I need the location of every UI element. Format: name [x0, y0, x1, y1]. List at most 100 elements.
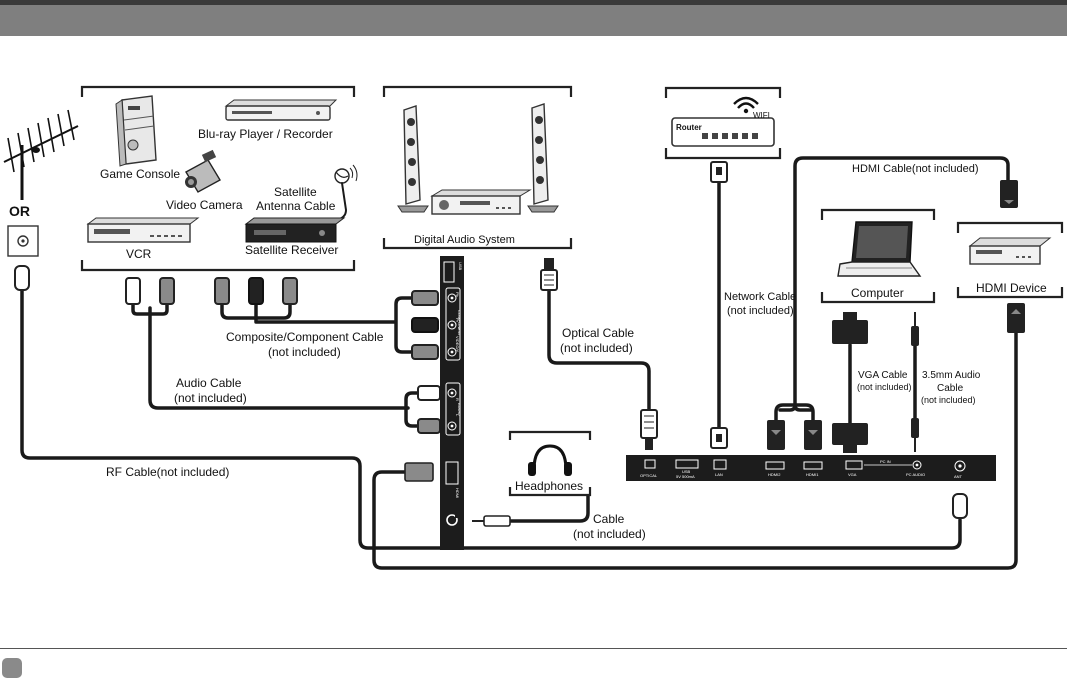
video-camera-label: Video Camera	[166, 198, 243, 212]
satellite-receiver-label: Satellite Receiver	[245, 243, 338, 257]
svg-text:PC AUDIO: PC AUDIO	[906, 472, 925, 477]
svg-text:5V 500mA: 5V 500mA	[676, 474, 695, 479]
cables	[20, 156, 1018, 570]
tv-bottom-panel: OPTICAL USB 5V 500mA LAN HDMI2 HDMI1 VGA…	[626, 455, 996, 481]
rca-plugs-component	[214, 277, 298, 305]
tv-side-panel: USB Pb Pr COMPONENT VIDEO/Y R AUDIO L HD…	[440, 256, 464, 550]
game-console-label: Game Console	[100, 167, 180, 181]
satellite-label-2: Antenna Cable	[256, 199, 336, 213]
headphones-icon	[528, 444, 572, 476]
svg-text:L: L	[455, 414, 460, 417]
hdmi-cable-label: HDMI Cable(not included)	[852, 163, 979, 175]
svg-text:VIDEO/Y: VIDEO/Y	[455, 336, 460, 353]
av-receiver-icon	[430, 189, 532, 215]
audio35-plug-bottom	[911, 418, 919, 452]
optical-plug-top	[540, 258, 558, 291]
satellite-label-1: Satellite	[274, 185, 317, 199]
hp-cable-label-2: (not included)	[573, 527, 646, 541]
audio-cable-label-1: Audio Cable	[176, 376, 242, 390]
svg-text:R: R	[455, 398, 460, 401]
speaker-left-icon	[397, 105, 429, 213]
router-label: Router	[676, 123, 702, 132]
router-icon	[671, 117, 775, 147]
vcr-icon	[86, 217, 200, 243]
optical-cable-label-2: (not included)	[560, 341, 633, 355]
blu-ray-label: Blu-ray Player / Recorder	[198, 127, 333, 141]
hp-cable-label-1: Cable	[593, 512, 625, 526]
component-split-left	[220, 301, 292, 320]
hdmi-device-cable	[372, 328, 1018, 570]
antenna-icon	[3, 109, 79, 200]
network-plug-top	[710, 161, 728, 183]
svg-text:HDMI1: HDMI1	[806, 472, 819, 477]
svg-text:OPTICAL: OPTICAL	[640, 473, 658, 478]
hdmi-plugs-tv	[767, 420, 822, 450]
wall-outlet-icon	[7, 225, 39, 257]
satellite-receiver-icon	[244, 217, 346, 243]
vga-plug-top	[832, 312, 868, 344]
blu-ray-player-icon	[224, 99, 338, 121]
audio-split-right	[404, 391, 422, 428]
hdmi-plug-top	[1000, 180, 1018, 208]
hdmi-split	[774, 403, 815, 422]
audio-split	[131, 301, 169, 316]
headphone-plug	[472, 515, 511, 527]
wifi-icon	[733, 96, 759, 114]
game-console-icon	[115, 95, 157, 167]
svg-text:LAN: LAN	[715, 472, 723, 477]
network-plug-bottom	[710, 427, 728, 449]
side-rca-plugs-component	[411, 290, 439, 360]
hdmi-device-icon	[968, 237, 1052, 265]
side-hdmi-plug	[404, 462, 434, 482]
network-cable-label-1: Network Cable	[724, 291, 796, 303]
ant-plug	[952, 493, 968, 519]
svg-text:Pb: Pb	[455, 292, 460, 298]
computer-label: Computer	[851, 286, 904, 300]
rf-cable-label: RF Cable(not included)	[106, 465, 229, 479]
laptop-icon	[837, 221, 922, 277]
audio-cable-label-2: (not included)	[174, 391, 247, 405]
audio35-label-2: Cable	[937, 383, 964, 394]
hdmi-device-plug	[1007, 303, 1025, 333]
svg-text:AUDIO: AUDIO	[457, 403, 462, 416]
audio35-plug-top	[911, 312, 919, 346]
audio-cable	[148, 306, 410, 410]
hdmi-device-label: HDMI Device	[976, 281, 1047, 295]
optical-cable-label-1: Optical Cable	[562, 326, 634, 340]
svg-text:VGA: VGA	[848, 472, 857, 477]
footer-divider	[0, 648, 1067, 649]
svg-text:USB: USB	[458, 262, 463, 271]
vga-cable-label-1: VGA Cable	[858, 370, 908, 381]
composite-cable-label-2: (not included)	[268, 345, 341, 359]
or-label: OR	[9, 203, 30, 219]
side-rca-plugs-audio	[417, 385, 441, 434]
headphones-label: Headphones	[515, 479, 583, 493]
video-camera-icon	[185, 149, 221, 193]
vcr-label: VCR	[126, 247, 152, 261]
svg-text:PC IN: PC IN	[880, 459, 891, 464]
vga-cable-label-2: (not included)	[857, 382, 912, 392]
optical-plug-bottom	[640, 409, 658, 450]
audio35-label-1: 3.5mm Audio	[922, 370, 981, 381]
rf-cable	[20, 288, 962, 550]
footer-page-marker	[2, 658, 22, 678]
component-cable	[254, 301, 397, 324]
network-cable-label-2: (not included)	[727, 305, 794, 317]
side-headphone-jack-icon	[446, 514, 459, 526]
svg-text:COMPONENT: COMPONENT	[457, 310, 462, 337]
speaker-right-icon	[527, 103, 559, 213]
component-split-right	[394, 296, 414, 354]
satellite-dish-icon	[329, 164, 358, 223]
digital-audio-system-label: Digital Audio System	[414, 234, 515, 246]
svg-text:Pr: Pr	[455, 318, 460, 323]
headphone-cable	[508, 494, 590, 523]
audio35-label-3: (not included)	[921, 395, 976, 405]
vga-plug-bottom	[832, 423, 868, 453]
svg-text:HDMI: HDMI	[455, 488, 460, 498]
rca-plugs-audio	[125, 277, 175, 305]
composite-cable-label-1: Composite/Component Cable	[226, 330, 384, 344]
device-brackets	[80, 85, 1064, 497]
svg-text:USB: USB	[682, 469, 691, 474]
wifi-label: WIFI	[753, 111, 770, 120]
